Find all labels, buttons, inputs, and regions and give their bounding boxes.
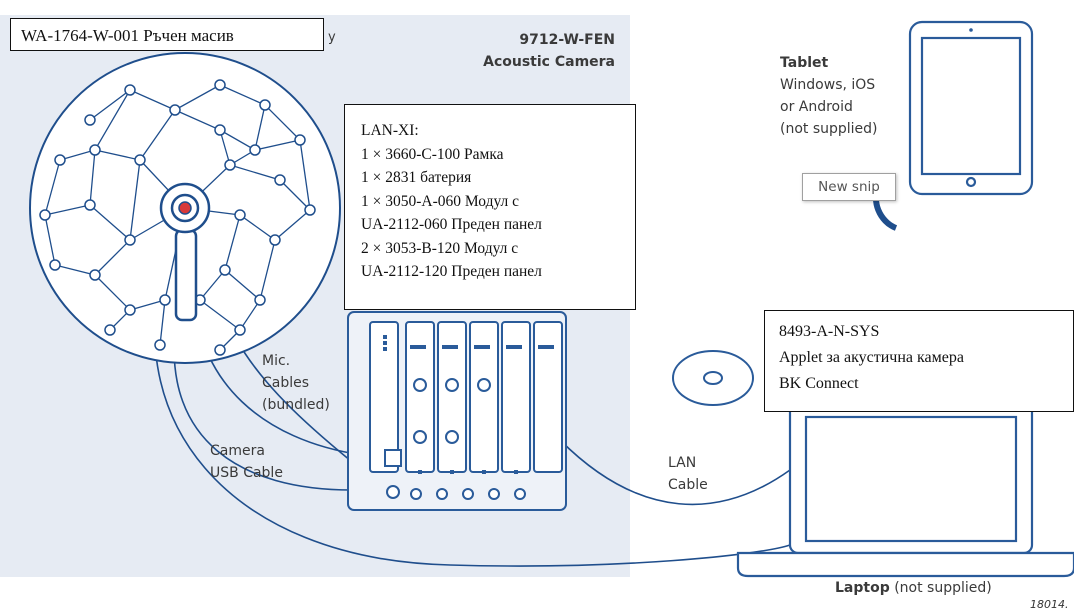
lanxi-line: 1 × 3660-C-100 Рамка [361, 145, 504, 163]
tablet-icon [908, 20, 1034, 196]
camera-cable-line: USB Cable [210, 465, 283, 481]
lan-cable [559, 439, 791, 506]
laptop-caption: Laptop (not supplied) [835, 578, 992, 598]
figure-id: 18014. [1030, 598, 1069, 611]
camera-usb-cable-2 [173, 329, 353, 491]
lan-cable-label: LAN Cable [668, 452, 708, 496]
camera-lens [178, 201, 192, 215]
tablet-line: Windows, iOS [780, 77, 876, 93]
lanxi-line: 1 × 3050-A-060 Модул с [361, 192, 520, 210]
software-line: 8493-A-N-SYS [779, 323, 880, 340]
array-title-text: WA-1764-W-001 Ръчен масив [21, 26, 234, 45]
lanxi-line: 2 × 3053-B-120 Модул с [361, 239, 519, 257]
lanxi-line: LAN-XI: [361, 122, 419, 139]
camera-cable-line: Camera [210, 443, 265, 459]
lanxi-line: UA-2112-120 Преден панел [361, 263, 542, 280]
software-disc-icon [672, 350, 754, 406]
lanxi-dots [383, 335, 554, 474]
camera-cable-label: Camera USB Cable [210, 440, 283, 484]
tablet-title: Tablet [780, 55, 829, 71]
software-line: Applet за акустична камера [779, 349, 964, 366]
tablet-label: Tablet Windows, iOS or Android (not supp… [780, 52, 878, 140]
lanxi-frame [347, 311, 567, 511]
laptop-note: (not supplied) [894, 580, 992, 596]
lan-cable-line: Cable [668, 477, 708, 493]
mic-cables-line: (bundled) [262, 397, 330, 413]
lan-cable-line: LAN [668, 455, 697, 471]
product-code: 9712-W-FEN [519, 32, 615, 48]
software-box: 8493-A-N-SYS Applet за акустична камера … [764, 310, 1074, 412]
software-line: BK Connect [779, 375, 859, 392]
lanxi-line: UA-2112-060 Преден панел [361, 216, 542, 233]
new-snip-tooltip[interactable]: New snip [802, 173, 896, 201]
tablet-line: (not supplied) [780, 121, 878, 137]
mic-nodes [39, 79, 316, 356]
laptop-icon [736, 401, 1074, 578]
camera-usb-cable [153, 239, 791, 567]
title-edge-glyph: y [328, 30, 336, 45]
mic-cables-line: Cables [262, 375, 310, 391]
lanxi-parts-box: LAN-XI: 1 × 3660-C-100 Рамка 1 × 2831 ба… [344, 104, 636, 310]
mic-cables-label: Mic. Cables (bundled) [262, 350, 330, 416]
lanxi-connectors [384, 378, 526, 500]
lanxi-line: 1 × 2831 батерия [361, 169, 472, 186]
tablet-line: or Android [780, 99, 853, 115]
laptop-name: Laptop [835, 580, 890, 596]
array-title-box: WA-1764-W-001 Ръчен масив [10, 18, 324, 51]
mic-cables-line: Mic. [262, 353, 291, 369]
product-name: Acoustic Camera [483, 54, 615, 70]
